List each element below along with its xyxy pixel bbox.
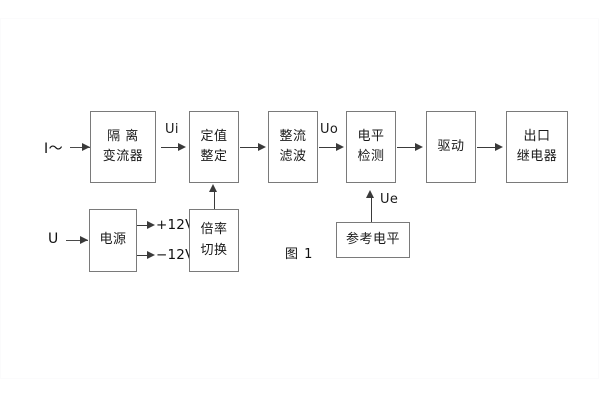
- block-ratio-switch: 倍率 切换: [189, 209, 239, 272]
- block-rectify-filter-line1: 整流: [279, 128, 307, 144]
- input-label-voltage: U: [48, 231, 59, 247]
- block-setting-adjust: 定值 整定: [189, 111, 239, 183]
- signal-label-ui: Ui: [165, 122, 179, 137]
- connector-level-to-driver: [397, 147, 421, 148]
- rail-label-negative: −12V: [156, 247, 195, 263]
- connector-rail-negative: [137, 255, 151, 256]
- block-level-detect: 电平 检测: [346, 111, 396, 183]
- block-isolation-transformer-line1: 隔 离: [107, 128, 139, 144]
- signal-label-uo: Uo: [320, 122, 339, 137]
- connector-rectify-to-level: [319, 147, 341, 148]
- arrow-voltage-input: [80, 235, 88, 244]
- connector-setting-to-rectify: [240, 147, 262, 148]
- block-isolation-transformer: 隔 离 变流器: [90, 111, 156, 183]
- rail-label-positive: +12V: [156, 217, 195, 233]
- block-ratio-switch-line1: 倍率: [200, 222, 228, 238]
- arrow-rail-positive: [147, 220, 155, 229]
- block-level-detect-line2: 检测: [357, 149, 385, 164]
- signal-label-ue: Ue: [380, 192, 399, 207]
- connector-rail-positive: [137, 225, 151, 226]
- block-rectify-filter-line2: 滤波: [279, 149, 307, 164]
- lead-current-input: [70, 147, 90, 148]
- arrow-reference-to-level: [366, 190, 374, 198]
- block-setting-adjust-line2: 整定: [200, 149, 228, 164]
- figure-caption: 图 1: [285, 247, 314, 262]
- block-output-relay-line2: 继电器: [516, 149, 558, 164]
- lead-voltage-input: [66, 240, 88, 241]
- block-output-relay: 出口 继电器: [506, 111, 568, 183]
- block-reference-level: 参考电平: [336, 222, 410, 258]
- arrow-rectify-to-level: [336, 142, 344, 151]
- arrow-ratio-to-setting: [209, 184, 217, 192]
- arrow-driver-to-relay: [495, 142, 503, 151]
- block-rectify-filter: 整流 滤波: [268, 111, 318, 183]
- block-isolation-transformer-line2: 变流器: [102, 149, 144, 164]
- connector-driver-to-relay: [477, 147, 501, 148]
- block-driver-line1: 驱动: [437, 138, 465, 154]
- block-ratio-switch-line2: 切换: [200, 242, 228, 258]
- block-reference-level-line1: 参考电平: [345, 231, 400, 247]
- block-driver: 驱动: [426, 111, 476, 183]
- block-setting-adjust-line1: 定值: [200, 128, 228, 144]
- arrow-setting-to-rectify: [258, 142, 266, 151]
- block-power-supply-line1: 电源: [99, 232, 127, 248]
- arrow-isolation-to-setting: [178, 142, 186, 151]
- connector-reference-to-level: [370, 196, 372, 222]
- connector-ratio-to-setting: [213, 191, 215, 209]
- connector-isolation-to-setting: [161, 147, 183, 148]
- block-level-detect-line1: 电平: [357, 128, 385, 144]
- arrow-current-input: [82, 142, 90, 151]
- arrow-level-to-driver: [415, 142, 423, 151]
- block-power-supply: 电源: [89, 209, 137, 272]
- block-output-relay-line1: 出口: [523, 128, 551, 144]
- diagram-frame: [0, 18, 599, 379]
- input-label-current: I～: [44, 141, 64, 157]
- arrow-rail-negative: [147, 250, 155, 259]
